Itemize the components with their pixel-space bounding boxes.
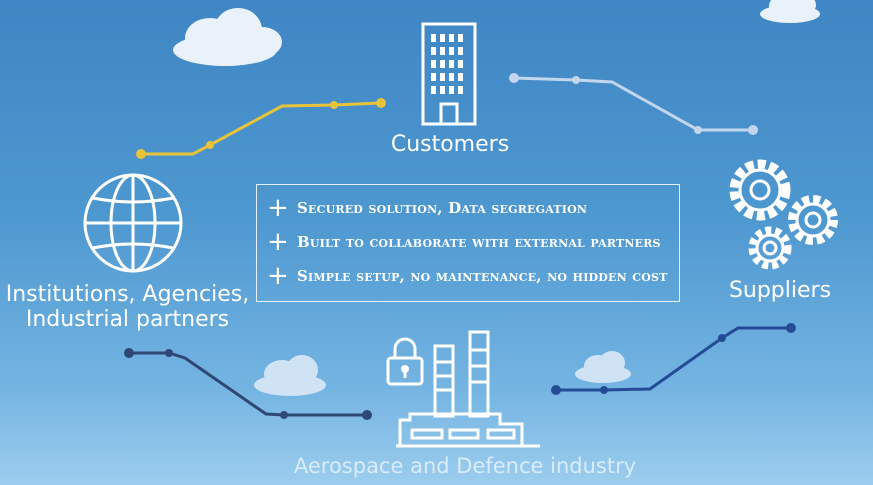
connector-aerospace-suppliers bbox=[551, 323, 796, 395]
cloud-bottom-left bbox=[254, 355, 326, 396]
plus-icon: + bbox=[267, 227, 289, 257]
cloud-top-right bbox=[760, 0, 820, 23]
node-label-institutions: Institutions, Agencies, Industrial partn… bbox=[5, 282, 250, 332]
benefit-text: Built to collaborate with external partn… bbox=[297, 233, 661, 251]
benefits-box: + Secured solution, Data segregation + B… bbox=[256, 184, 680, 302]
office-building-icon bbox=[421, 22, 477, 126]
connector-customers-suppliers bbox=[509, 73, 758, 135]
benefit-text: Simple setup, no maintenance, no hidden … bbox=[297, 267, 668, 285]
benefit-item: + Simple setup, no maintenance, no hidde… bbox=[267, 259, 669, 293]
node-label-customers: Customers bbox=[390, 132, 510, 157]
node-label-suppliers: Suppliers bbox=[728, 278, 832, 303]
benefit-text: Secured solution, Data segregation bbox=[297, 199, 588, 217]
plus-icon: + bbox=[267, 193, 289, 223]
cloud-top-left bbox=[173, 8, 282, 66]
benefit-item: + Secured solution, Data segregation bbox=[267, 191, 669, 225]
connector-institutions-customers bbox=[136, 98, 386, 159]
plus-icon: + bbox=[267, 261, 289, 291]
gears-icon bbox=[729, 159, 838, 270]
connector-institutions-aerospace bbox=[124, 348, 372, 420]
cloud-bottom-right bbox=[575, 351, 631, 383]
node-label-aerospace: Aerospace and Defence industry bbox=[293, 454, 637, 478]
benefit-item: + Built to collaborate with external par… bbox=[267, 225, 669, 259]
globe-icon bbox=[83, 173, 183, 273]
factory-lock-icon bbox=[386, 330, 540, 448]
